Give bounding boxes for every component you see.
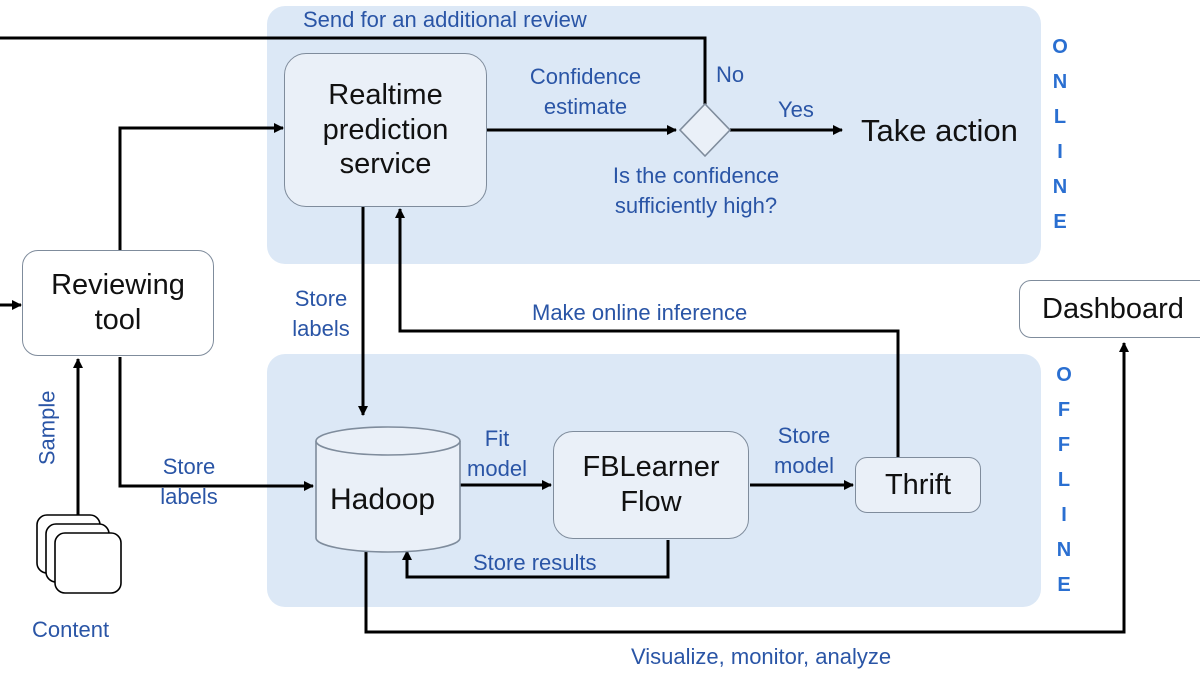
thrift-label: Thrift — [884, 468, 952, 501]
hadoop-label: Hadoop — [330, 483, 436, 516]
offline-panel-label-letter: I — [1061, 504, 1067, 526]
offline-panel-label-letter: E — [1057, 574, 1071, 596]
fblearner-flow-node: FBLearner Flow — [553, 431, 749, 539]
store-labels-left-label: Store labels — [160, 454, 218, 509]
take-action-label: Take action — [861, 113, 1018, 148]
content-label: Content — [32, 617, 110, 642]
decision-diamond — [678, 102, 732, 158]
no-label: No — [716, 62, 745, 87]
online-panel-label-letter: L — [1053, 106, 1067, 128]
visualize-label: Visualize, monitor, analyze — [631, 644, 892, 669]
store-results-arrow — [402, 540, 670, 579]
store-labels-right-arrow — [118, 357, 314, 491]
store-results-label: Store results — [473, 550, 597, 575]
hadoop-cylinder — [315, 426, 461, 553]
offline-panel-label-letter: O — [1056, 364, 1072, 386]
decision-question-label: Is the confidence sufficiently high? — [612, 163, 780, 218]
visualize-arrow — [364, 342, 1129, 634]
realtime-prediction-service-node: Realtime prediction service — [284, 53, 487, 207]
make-online-inference-label: Make online inference — [532, 300, 748, 325]
offline-panel-label-letter: F — [1057, 434, 1071, 456]
confidence-estimate-label: Confidence estimate — [529, 64, 642, 119]
online-panel-label-letter: N — [1052, 176, 1068, 198]
offline-panel-label-letter: L — [1057, 469, 1071, 491]
reviewing-tool-node: Reviewing tool — [22, 250, 214, 356]
online-panel-label-letter: O — [1052, 36, 1068, 58]
online-panel-label-letter: I — [1057, 141, 1063, 163]
realtime-prediction-service-label: Realtime prediction service — [322, 78, 449, 181]
dashboard-node: Dashboard — [1019, 280, 1200, 338]
send-review-line — [0, 36, 707, 105]
reviewing-to-realtime-arrow — [118, 123, 284, 250]
sample-label: Sample — [34, 390, 60, 466]
offline-panel-label-letter: F — [1057, 399, 1071, 421]
online-panel-label-letter: N — [1052, 71, 1068, 93]
reviewing-tool-label: Reviewing tool — [51, 269, 185, 336]
content-stack-icon — [36, 514, 122, 594]
online-inference-arrow — [395, 208, 900, 457]
dashboard-label: Dashboard — [1042, 292, 1184, 325]
online-panel-label-letter: E — [1053, 211, 1067, 233]
offline-panel-label-letter: N — [1056, 539, 1072, 561]
store-labels-top-label: Store labels — [292, 286, 350, 341]
thrift-node: Thrift — [855, 457, 981, 513]
fit-model-label: Fit model — [467, 426, 527, 481]
yes-label: Yes — [778, 97, 814, 122]
store-model-label: Store model — [774, 423, 834, 478]
fblearner-flow-label: FBLearner Flow — [582, 451, 720, 518]
send-review-label: Send for an additional review — [303, 7, 587, 32]
